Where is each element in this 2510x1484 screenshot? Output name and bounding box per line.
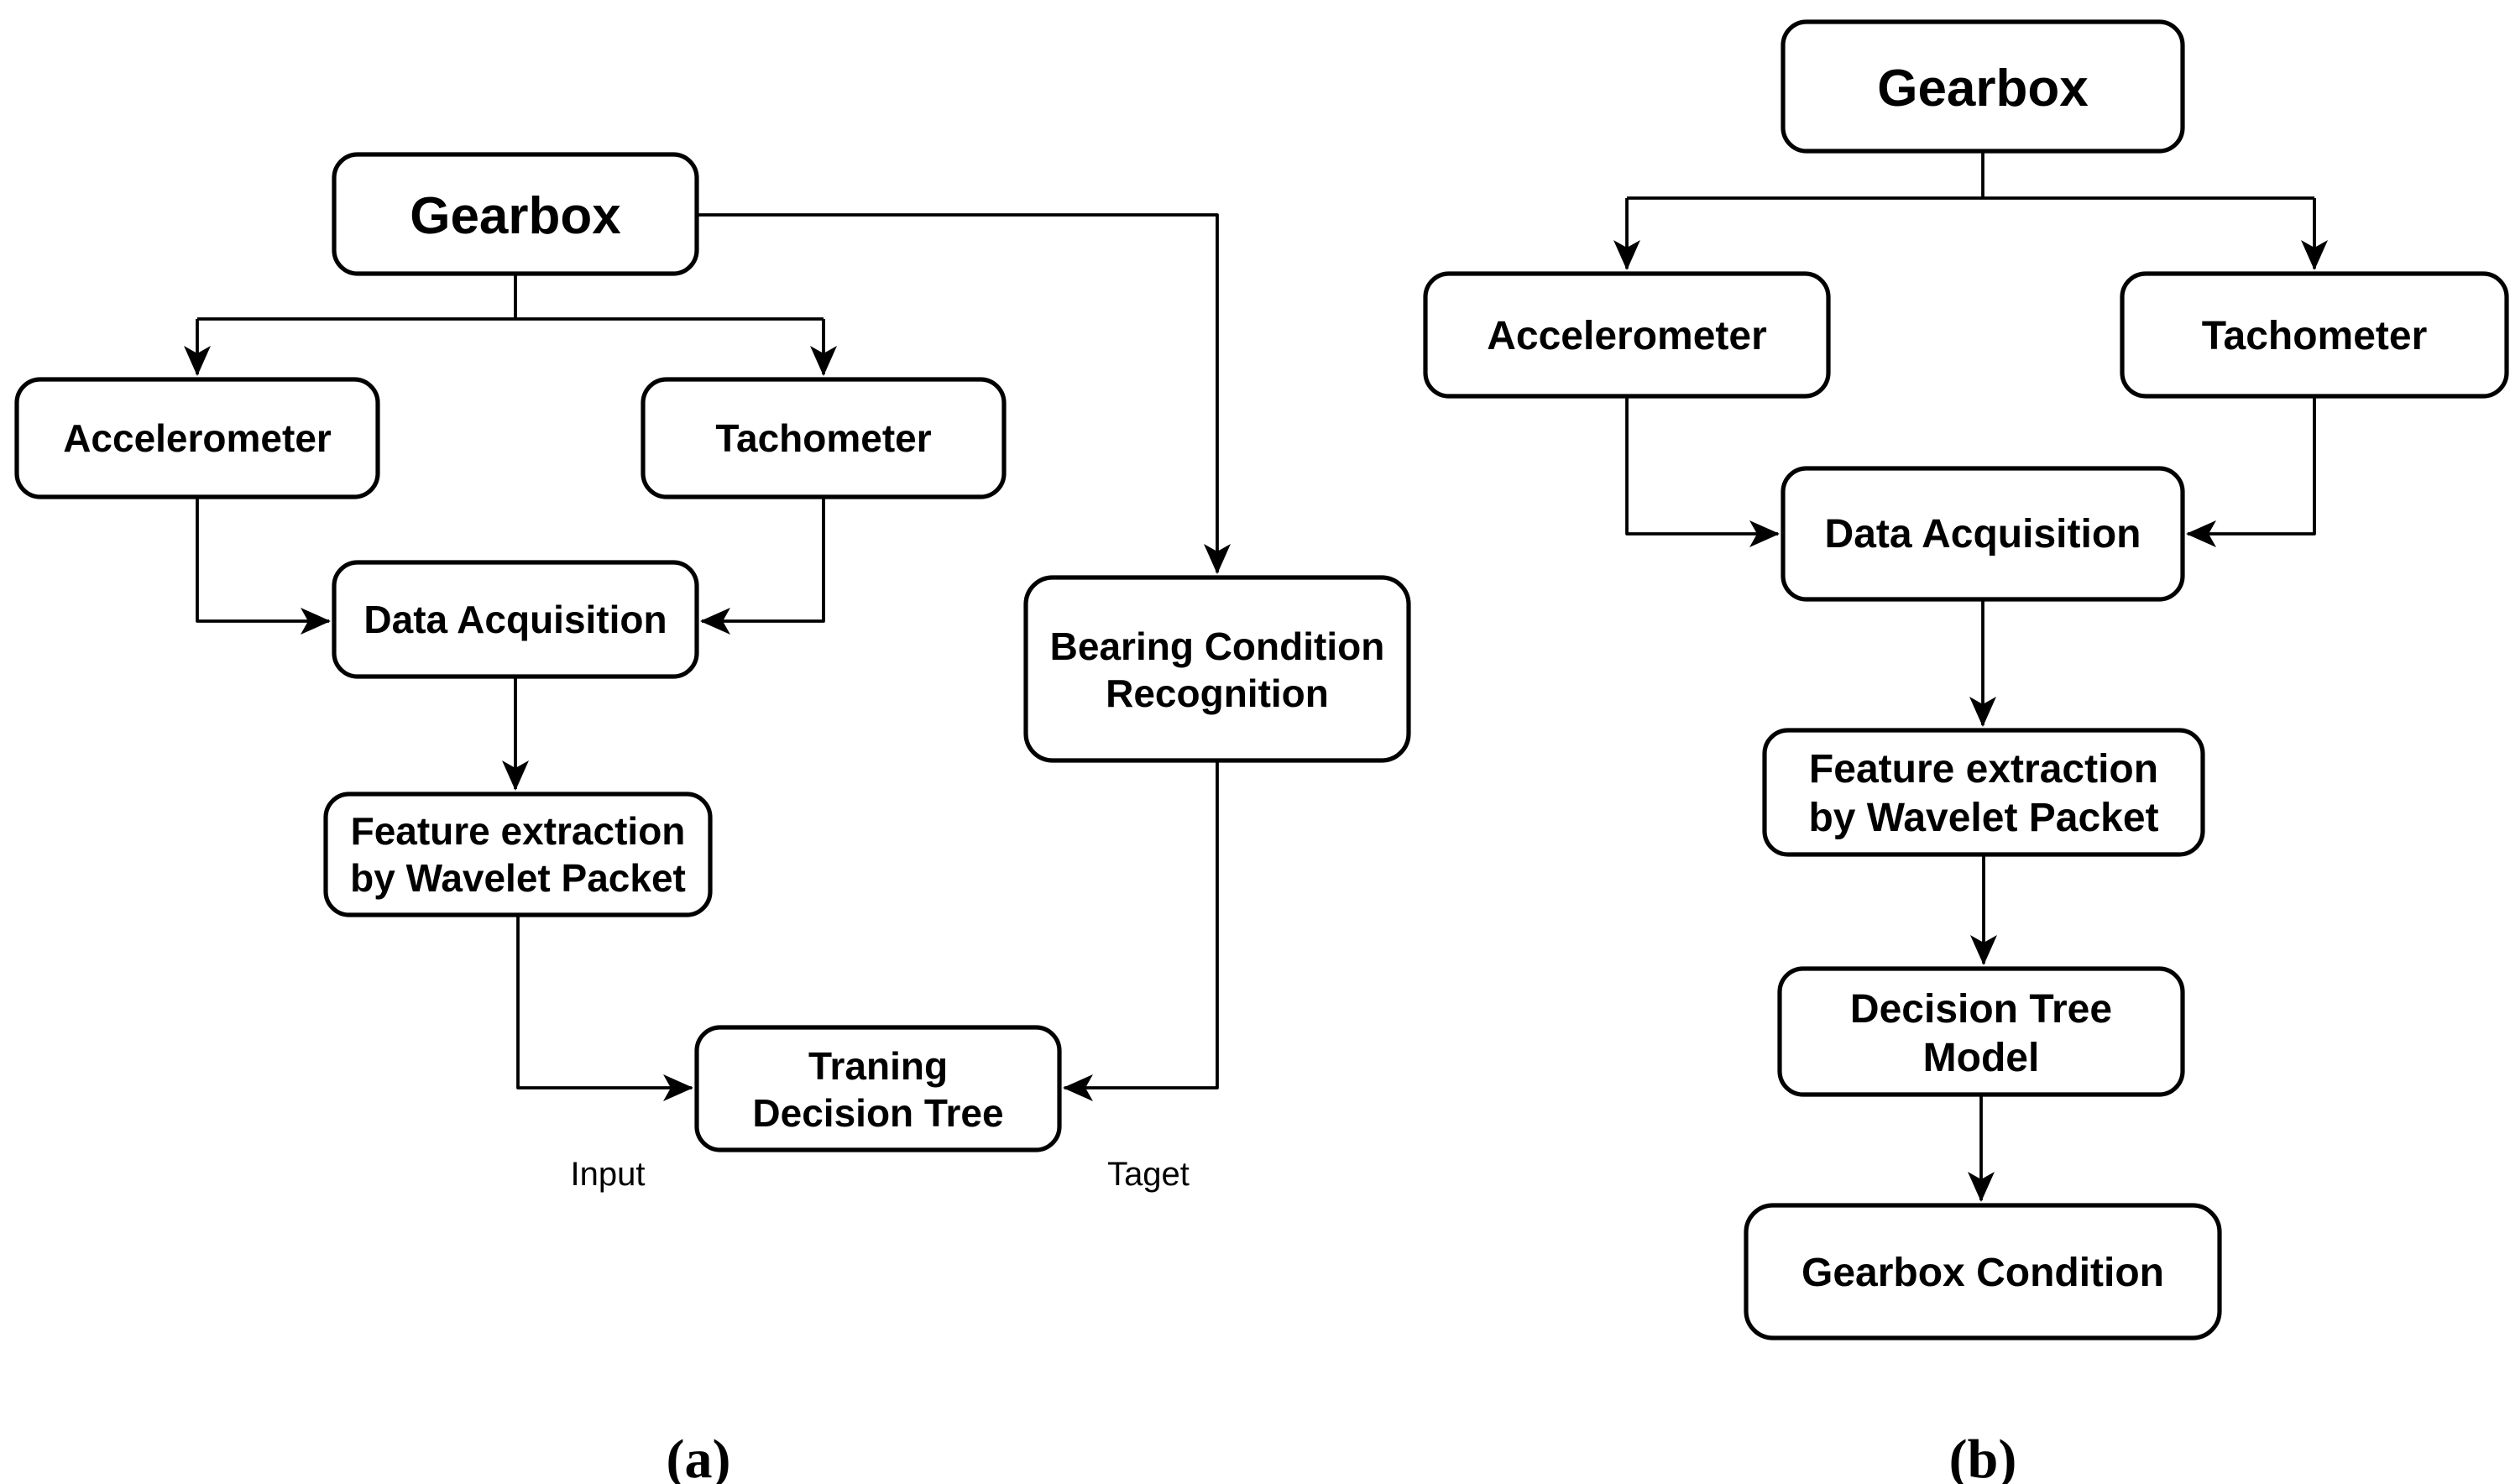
accelerometer-label: Accelerometer [1487,314,1767,358]
edge-a-bearing-to-training [1063,760,1219,1101]
training-decision-tree-line1: Traning [808,1044,948,1088]
data-acquisition-label: Data Acquisition [1825,512,2141,556]
node-b-data-acquisition: Data Acquisition [1781,466,2185,602]
node-a-data-acquisition: Data Acquisition [332,560,699,679]
node-a-tachometer: Tachometer [641,377,1007,499]
caption-a: (a) [667,1429,731,1484]
gearbox-label: Gearbox [1877,60,2089,118]
accelerometer-label: Accelerometer [63,416,332,460]
node-b-gearbox-condition: Gearbox Condition [1744,1203,2222,1340]
node-a-gearbox: Gearbox [332,152,699,276]
training-decision-tree-line2: Decision Tree [752,1091,1003,1135]
edge-b-tachometer-to-dataacq [2186,396,2316,547]
diagram-b: Gearbox Accelerometer Tachometer Data Ac… [1423,19,2509,1484]
gearbox-condition-box [1744,1203,2222,1340]
feature-extraction-line2: by Wavelet Packet [350,856,686,900]
edge-a-gearbox-to-bearing [697,213,1231,574]
tachometer-label: Tachometer [715,416,931,460]
feature-extraction-box [323,792,713,917]
tachometer-box [641,377,1007,499]
gearbox-condition-label: Gearbox Condition [1801,1251,2164,1295]
tachometer-box [2120,271,2509,399]
feature-extraction-line1: Feature extraction [351,809,686,853]
gearbox-box [332,152,699,276]
edge-a-tachometer-to-dataacq [700,497,825,635]
accelerometer-box [1423,271,1831,399]
data-acquisition-label: Data Acquisition [363,598,667,641]
caption-b: (b) [1949,1429,2017,1484]
edge-label-target: Taget [1107,1156,1190,1193]
feature-extraction-line1: Feature extraction [1809,747,2158,792]
node-a-feature-extraction: Feature extraction by Wavelet Packet [323,792,713,917]
node-b-accelerometer: Accelerometer [1423,271,1831,399]
node-b-feature-extraction: Feature extraction by Wavelet Packet [1762,728,2205,857]
edge-b-accelerometer-to-dataacq [1625,396,1780,547]
bearing-condition-box [1023,575,1411,763]
feature-extraction-line2: by Wavelet Packet [1808,796,2158,840]
data-acquisition-box [1781,466,2185,602]
gearbox-box [1781,19,2185,154]
decision-tree-model-box [1777,966,2185,1097]
node-b-decision-tree-model: Decision Tree Model [1777,966,2185,1097]
training-decision-tree-box [694,1025,1062,1152]
decision-tree-model-line1: Decision Tree [1850,987,2112,1032]
node-a-bearing-condition: Bearing Condition Recognition [1023,575,1411,763]
bearing-condition-line1: Bearing Condition [1050,624,1385,668]
node-a-training-decision-tree: Traning Decision Tree [694,1025,1062,1152]
edge-label-input: Input [571,1156,646,1193]
feature-extraction-box [1762,728,2205,857]
edge-a-feature-to-training [516,915,693,1101]
edge-a-accelerometer-to-dataacq [196,497,331,635]
accelerometer-box [14,377,380,499]
node-a-accelerometer: Accelerometer [14,377,380,499]
diagram-a: Gearbox Accelerometer Tachometer Data Ac… [14,152,1411,1484]
node-b-gearbox: Gearbox [1781,19,2185,154]
tachometer-label: Tachometer [2202,314,2428,358]
bearing-condition-line2: Recognition [1106,671,1329,715]
decision-tree-model-line2: Model [1923,1036,2040,1080]
node-b-tachometer: Tachometer [2120,271,2509,399]
data-acquisition-box [332,560,699,679]
gearbox-label: Gearbox [410,187,621,245]
